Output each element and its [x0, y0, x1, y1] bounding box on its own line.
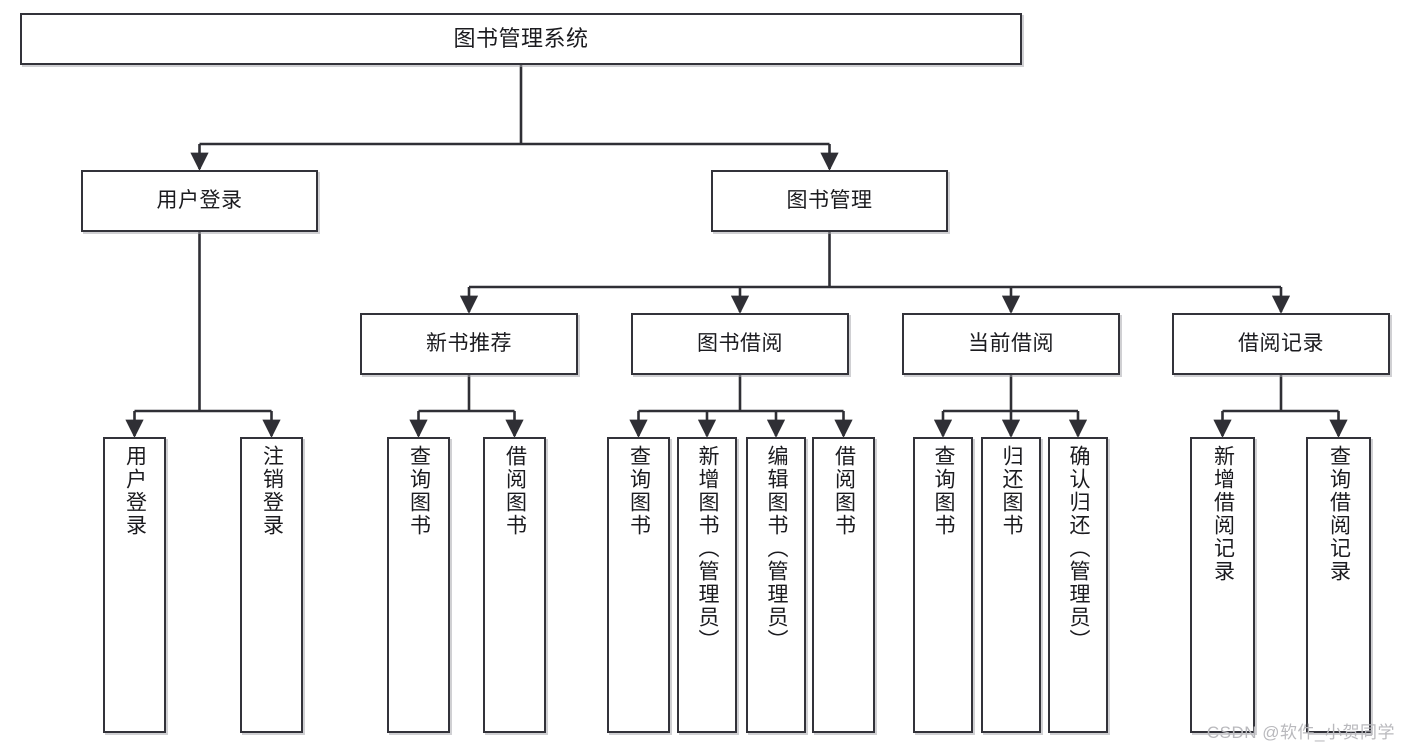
node-leaf-borrow-book-1[interactable]: 借阅图书	[483, 437, 546, 733]
node-leaf-query-book-3[interactable]: 查询图书	[913, 437, 973, 733]
node-leaf-query-borrow-record[interactable]: 查询借阅记录	[1306, 437, 1371, 733]
node-label: 查询图书	[627, 445, 651, 537]
node-label: 新增借阅记录	[1211, 445, 1235, 583]
node-borrow-record[interactable]: 借阅记录	[1172, 313, 1390, 375]
node-label: 图书管理	[786, 188, 873, 212]
node-leaf-logout-login[interactable]: 注销登录	[240, 437, 303, 733]
node-leaf-add-borrow-record[interactable]: 新增借阅记录	[1190, 437, 1255, 733]
node-current-borrow[interactable]: 当前借阅	[902, 313, 1120, 375]
node-root[interactable]: 图书管理系统	[20, 13, 1022, 65]
node-user-login[interactable]: 用户登录	[81, 170, 318, 232]
node-book-borrow[interactable]: 图书借阅	[631, 313, 849, 375]
node-leaf-return-book[interactable]: 归还图书	[981, 437, 1041, 733]
node-label: 查询借阅记录	[1327, 445, 1351, 583]
node-leaf-borrow-book-2[interactable]: 借阅图书	[812, 437, 875, 733]
node-label: 借阅图书	[832, 445, 856, 537]
node-label: 确认归还（管理员）	[1067, 445, 1091, 652]
node-label: 用户登录	[156, 188, 243, 212]
node-label: 新增图书（管理员）	[696, 445, 720, 652]
node-leaf-edit-book-admin[interactable]: 编辑图书（管理员）	[746, 437, 806, 733]
node-leaf-add-book-admin[interactable]: 新增图书（管理员）	[677, 437, 737, 733]
node-label: 编辑图书（管理员）	[765, 445, 789, 652]
node-label: 图书管理系统	[453, 26, 589, 52]
node-leaf-query-book-2[interactable]: 查询图书	[607, 437, 670, 733]
node-book-manage[interactable]: 图书管理	[711, 170, 948, 232]
node-label: 借阅图书	[503, 445, 527, 537]
node-label: 借阅记录	[1238, 331, 1324, 355]
node-label: 用户登录	[123, 445, 147, 537]
node-label: 当前借阅	[968, 331, 1054, 355]
node-label: 归还图书	[1000, 445, 1024, 537]
node-leaf-query-book-1[interactable]: 查询图书	[387, 437, 450, 733]
node-label: 新书推荐	[426, 331, 512, 355]
node-label: 图书借阅	[697, 331, 783, 355]
node-leaf-user-login[interactable]: 用户登录	[103, 437, 166, 733]
node-leaf-confirm-return-admin[interactable]: 确认归还（管理员）	[1048, 437, 1108, 733]
node-label: 查询图书	[932, 445, 956, 537]
node-label: 注销登录	[260, 445, 284, 537]
node-new-book-recommend[interactable]: 新书推荐	[360, 313, 578, 375]
node-label: 查询图书	[407, 445, 431, 537]
